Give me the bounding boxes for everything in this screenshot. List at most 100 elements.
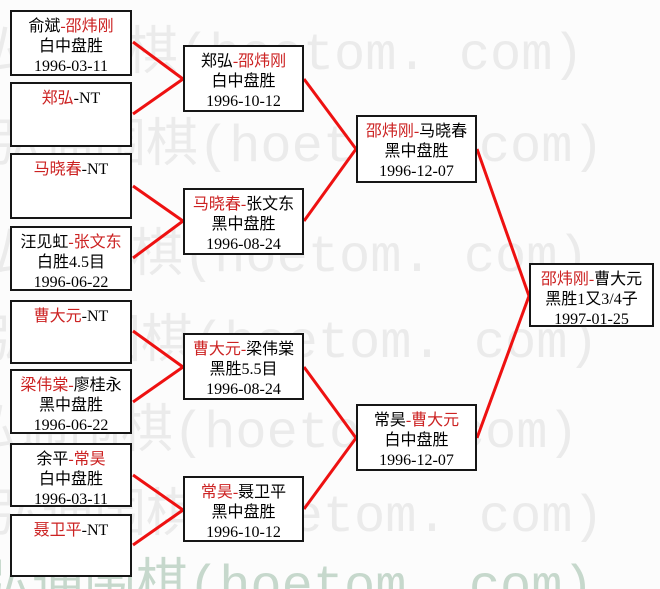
- player1-name: 邵炜刚: [540, 271, 589, 288]
- players-separator: -: [588, 271, 595, 288]
- match-date: 1996-08-24: [206, 381, 281, 398]
- players-separator: -: [68, 377, 74, 394]
- player2-name: 梁伟棠: [246, 341, 295, 358]
- match-date: 1996-06-22: [33, 274, 109, 291]
- match-date: [12, 561, 130, 581]
- connector-line: [132, 473, 184, 512]
- match-players: 梁伟棠-廖桂永: [12, 376, 130, 396]
- match-players: 郑弘-邵炜刚: [185, 52, 302, 72]
- match-box: 曹大元-NT: [10, 300, 132, 364]
- player1-name: 梁伟棠: [20, 377, 69, 394]
- players-separator: -: [240, 341, 247, 358]
- player2-name: 曹大元: [411, 412, 460, 429]
- player2-name: 廖桂永: [73, 377, 122, 394]
- player1-name: 马晓春: [33, 161, 82, 178]
- connector-line: [475, 148, 531, 297]
- player1-name: 邵炜刚: [365, 123, 414, 140]
- players-separator: -: [81, 161, 87, 178]
- connector-line: [302, 366, 358, 439]
- player1-name: 聂卫平: [33, 522, 82, 539]
- match-box: 邵炜刚-马晓春 黑中盘胜 1996-12-07: [356, 115, 477, 183]
- match-box: 常昊-聂卫平 黑中盘胜 1996-10-12: [183, 476, 304, 542]
- players-separator: -: [68, 234, 74, 251]
- match-result: 白胜4.5目: [36, 254, 105, 271]
- player2-name: 张文东: [246, 196, 295, 213]
- match-box: 马晓春-NT: [10, 153, 132, 219]
- player1-name: 俞斌: [28, 18, 61, 35]
- match-result: 黑中盘胜: [211, 216, 276, 233]
- match-date: 1996-03-11: [33, 58, 109, 75]
- match-box: 梁伟棠-廖桂永 黑中盘胜 1996-06-22: [10, 369, 132, 434]
- player2-name: 曹大元: [594, 271, 643, 288]
- match-result: [12, 327, 130, 347]
- match-box: 马晓春-张文东 黑中盘胜 1996-08-24: [183, 188, 304, 255]
- connector-line: [132, 508, 184, 547]
- match-date: 1996-03-11: [33, 491, 109, 508]
- player1-name: 汪见虹: [20, 234, 69, 251]
- match-players: 邵炜刚-曹大元: [531, 270, 652, 290]
- match-result: 黑中盘胜: [384, 143, 449, 160]
- match-result: 黑胜1又3/4子: [545, 291, 638, 308]
- connector-line: [302, 437, 358, 510]
- match-date: [12, 200, 130, 220]
- match-result: 白中盘胜: [38, 471, 103, 488]
- match-result: 白中盘胜: [384, 432, 449, 449]
- match-date: 1996-10-12: [206, 524, 281, 541]
- match-box: 郑弘-NT: [10, 82, 132, 147]
- match-players: 曹大元-梁伟棠: [185, 340, 302, 360]
- player2-name: 邵炜刚: [238, 53, 287, 70]
- match-date: 1996-08-24: [206, 236, 281, 253]
- player2-name: NT: [87, 308, 109, 325]
- connector-line: [302, 148, 358, 222]
- match-players: 马晓春-张文东: [185, 195, 302, 215]
- match-box: 曹大元-梁伟棠 黑胜5.5目 1996-08-24: [183, 333, 304, 400]
- match-result: 白中盘胜: [38, 38, 103, 55]
- match-result: 黑中盘胜: [38, 397, 103, 414]
- match-players: 马晓春-NT: [12, 160, 130, 180]
- match-box: 余平-常昊 白中盘胜 1996-03-11: [10, 443, 132, 508]
- player2-name: 张文东: [73, 234, 122, 251]
- match-box: 汪见虹-张文东 白胜4.5目 1996-06-22: [10, 226, 132, 291]
- match-players: 聂卫平-NT: [12, 521, 130, 541]
- match-players: 曹大元-NT: [12, 307, 130, 327]
- match-date: 1997-01-25: [554, 311, 629, 328]
- match-date: 1996-10-12: [206, 93, 281, 110]
- players-separator: -: [240, 196, 247, 213]
- players-separator: -: [81, 522, 87, 539]
- player1-name: 马晓春: [192, 196, 241, 213]
- match-players: 俞斌-邵炜刚: [12, 17, 130, 37]
- match-players: 邵炜刚-马晓春: [358, 122, 475, 142]
- match-box: 邵炜刚-曹大元 黑胜1又3/4子 1997-01-25: [529, 263, 654, 328]
- player2-name: 马晓春: [419, 123, 468, 140]
- connector-line: [132, 365, 184, 404]
- player2-name: 聂卫平: [238, 484, 287, 501]
- match-result: [12, 180, 130, 200]
- connector-line: [302, 78, 358, 150]
- connector-line: [132, 40, 184, 81]
- player1-name: 余平: [36, 451, 69, 468]
- player2-name: NT: [87, 161, 109, 178]
- players-separator: -: [81, 308, 87, 325]
- players-separator: -: [405, 412, 412, 429]
- player1-name: 郑弘: [41, 90, 74, 107]
- player2-name: NT: [87, 522, 109, 539]
- player1-name: 常昊: [373, 412, 406, 429]
- match-date: 1996-12-07: [379, 452, 454, 469]
- match-date: 1996-06-22: [33, 417, 109, 434]
- match-players: 余平-常昊: [12, 450, 130, 470]
- players-separator: -: [232, 53, 239, 70]
- players-separator: -: [73, 90, 79, 107]
- connector-line: [132, 184, 184, 223]
- players-separator: -: [232, 484, 239, 501]
- match-box: 郑弘-邵炜刚 白中盘胜 1996-10-12: [183, 45, 304, 112]
- connector-line: [132, 329, 184, 369]
- match-box: 聂卫平-NT: [10, 514, 132, 577]
- match-players: 汪见虹-张文东: [12, 233, 130, 253]
- match-result: [12, 109, 130, 129]
- match-result: [12, 541, 130, 561]
- match-box: 常昊-曹大元 白中盘胜 1996-12-07: [356, 404, 477, 471]
- match-result: 黑胜5.5目: [209, 361, 278, 378]
- match-players: 常昊-曹大元: [358, 411, 475, 431]
